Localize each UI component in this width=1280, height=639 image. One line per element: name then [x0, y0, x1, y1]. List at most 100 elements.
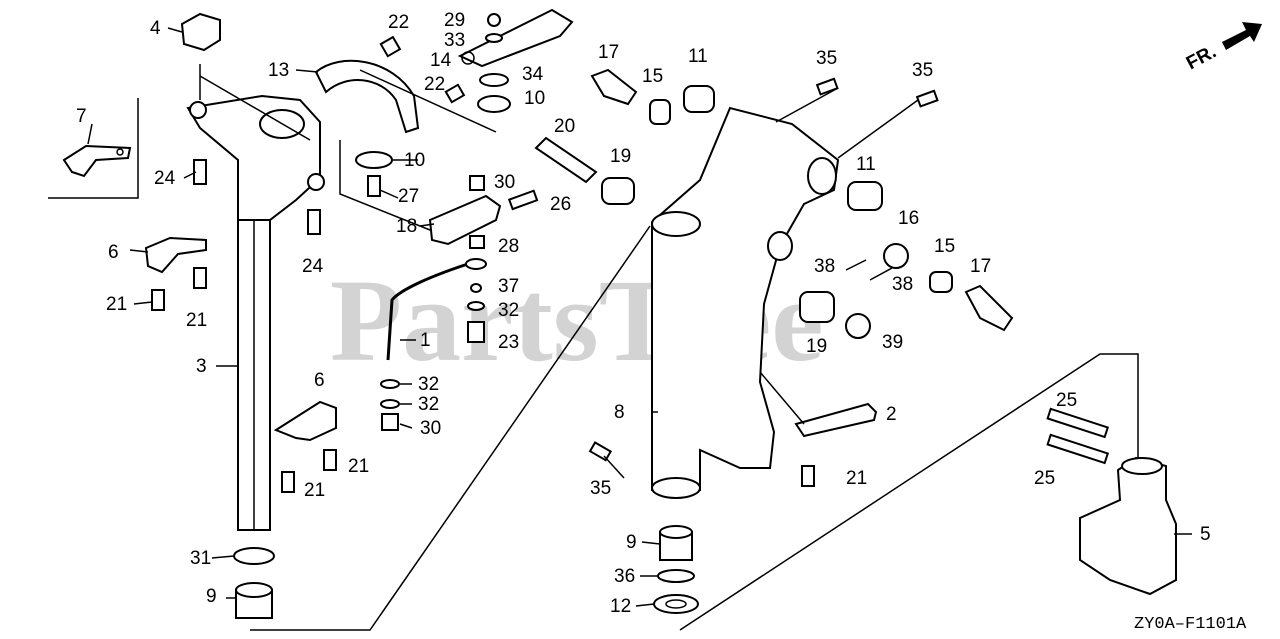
callout-5: 5	[1200, 524, 1211, 545]
part-39-clip	[845, 313, 871, 339]
assembly-outline-right	[679, 353, 1139, 631]
part-12-seal	[653, 594, 699, 614]
callout-21-e: 21	[846, 468, 867, 489]
part-3-steering-shaft	[186, 94, 325, 531]
callout-24-a: 24	[154, 168, 176, 189]
callout-38-b: 38	[892, 274, 913, 295]
part-21-bolt-c	[281, 471, 295, 493]
part-30-nut-bottom	[381, 413, 399, 431]
part-15-collar-top	[649, 99, 671, 125]
part-20-pin	[534, 136, 598, 184]
part-37-pin	[470, 283, 482, 293]
part-21-bolt-b	[193, 267, 207, 289]
part-9-bushing-left	[235, 582, 273, 619]
part-7-bracket	[62, 144, 132, 178]
callout-32-c: 32	[418, 394, 439, 415]
callout-21-c: 21	[348, 456, 369, 477]
callout-35-a: 35	[816, 48, 837, 69]
callout-35-c: 35	[590, 478, 611, 499]
callout-18: 18	[396, 216, 417, 237]
callout-26: 26	[550, 194, 571, 215]
part-29-nut	[487, 13, 501, 27]
part-16-knob	[883, 243, 909, 269]
part-25-bolt-a	[1046, 407, 1110, 439]
callout-32-a: 32	[498, 300, 519, 321]
part-26-bolt	[507, 189, 539, 211]
part-11-bushing-top	[683, 85, 715, 113]
callout-39: 39	[882, 332, 903, 353]
callout-30-bottom: 30	[420, 418, 441, 439]
part-1-rod-eye	[465, 258, 487, 270]
part-27-clip	[367, 175, 381, 197]
callout-15-top: 15	[642, 66, 663, 87]
part-18-bracket	[428, 194, 502, 246]
part-22-bolt-mid	[444, 83, 466, 104]
callout-38-a: 38	[814, 256, 835, 277]
part-19-bushing-right	[799, 291, 835, 323]
part-22-bolt-top	[379, 35, 402, 58]
callout-25-b: 25	[1034, 468, 1055, 489]
part-28-nut	[469, 235, 485, 249]
callout-6a: 6	[108, 242, 119, 263]
callout-25-a: 25	[1056, 390, 1077, 411]
callout-4: 4	[150, 18, 161, 39]
callout-14: 14	[430, 50, 452, 71]
front-direction-label: FR.	[1183, 41, 1220, 74]
diagram-code: ZY0A–F1101A	[1134, 615, 1247, 634]
part-25-bolt-b	[1046, 433, 1110, 465]
callout-21-d: 21	[304, 480, 325, 501]
part-30-nut-top	[469, 175, 485, 191]
callout-10-mid: 10	[404, 150, 425, 171]
callout-30-top: 30	[494, 172, 515, 193]
part-21-bolt-e	[801, 465, 815, 487]
part-10-washer-mid	[355, 151, 393, 169]
callout-16: 16	[898, 208, 919, 229]
part-18-guide-line	[339, 140, 431, 231]
part-19-bushing-top	[601, 177, 635, 205]
callout-13: 13	[268, 60, 289, 81]
callout-2: 2	[886, 404, 897, 425]
callout-19-top: 19	[610, 146, 631, 167]
part-24-bolt-a	[193, 159, 207, 185]
part-35-fitting-b	[915, 89, 939, 108]
callout-31: 31	[190, 548, 211, 569]
callout-21-a: 21	[106, 294, 127, 315]
callout-24-b: 24	[302, 256, 324, 277]
callout-28: 28	[498, 236, 519, 257]
part-6-bracket-lower	[273, 400, 337, 442]
callout-1: 1	[420, 330, 431, 351]
part-33-washer	[485, 33, 503, 43]
part-21-bolt-d	[323, 449, 337, 471]
callout-17-right: 17	[970, 256, 991, 277]
part-14-lever	[457, 8, 574, 68]
part-1-rod	[386, 260, 475, 361]
part-17-bolt-right	[964, 284, 1014, 332]
part-2-plate	[794, 402, 878, 438]
part-36-oring	[657, 569, 695, 583]
part-38-pin-a	[845, 259, 867, 271]
callout-12: 12	[610, 596, 631, 617]
part-21-bolt-a	[151, 289, 165, 311]
part-15-collar-right	[929, 271, 953, 293]
part-32-washer-b	[380, 379, 400, 389]
assembly-outline-lines	[250, 225, 651, 631]
callout-19-right: 19	[806, 336, 827, 357]
part-5-clamp	[1079, 456, 1177, 596]
callout-22-top: 22	[388, 12, 409, 33]
part-23-bolt	[467, 321, 485, 343]
part-32-washer-c	[380, 399, 400, 409]
part-34-washer	[479, 73, 509, 87]
callout-15-right: 15	[934, 236, 955, 257]
callout-11-right: 11	[856, 154, 876, 175]
callout-29: 29	[444, 10, 465, 31]
callout-3: 3	[196, 356, 207, 377]
part-17-bolt-top	[590, 68, 638, 106]
callout-32-b: 32	[418, 374, 439, 395]
part-4-grommet	[180, 12, 221, 52]
callout-11-top: 11	[688, 46, 708, 67]
callout-27: 27	[398, 186, 419, 207]
part-38-pin-b	[869, 267, 893, 281]
part-13-arc-bracket	[314, 59, 420, 134]
callout-9-left: 9	[206, 586, 217, 607]
